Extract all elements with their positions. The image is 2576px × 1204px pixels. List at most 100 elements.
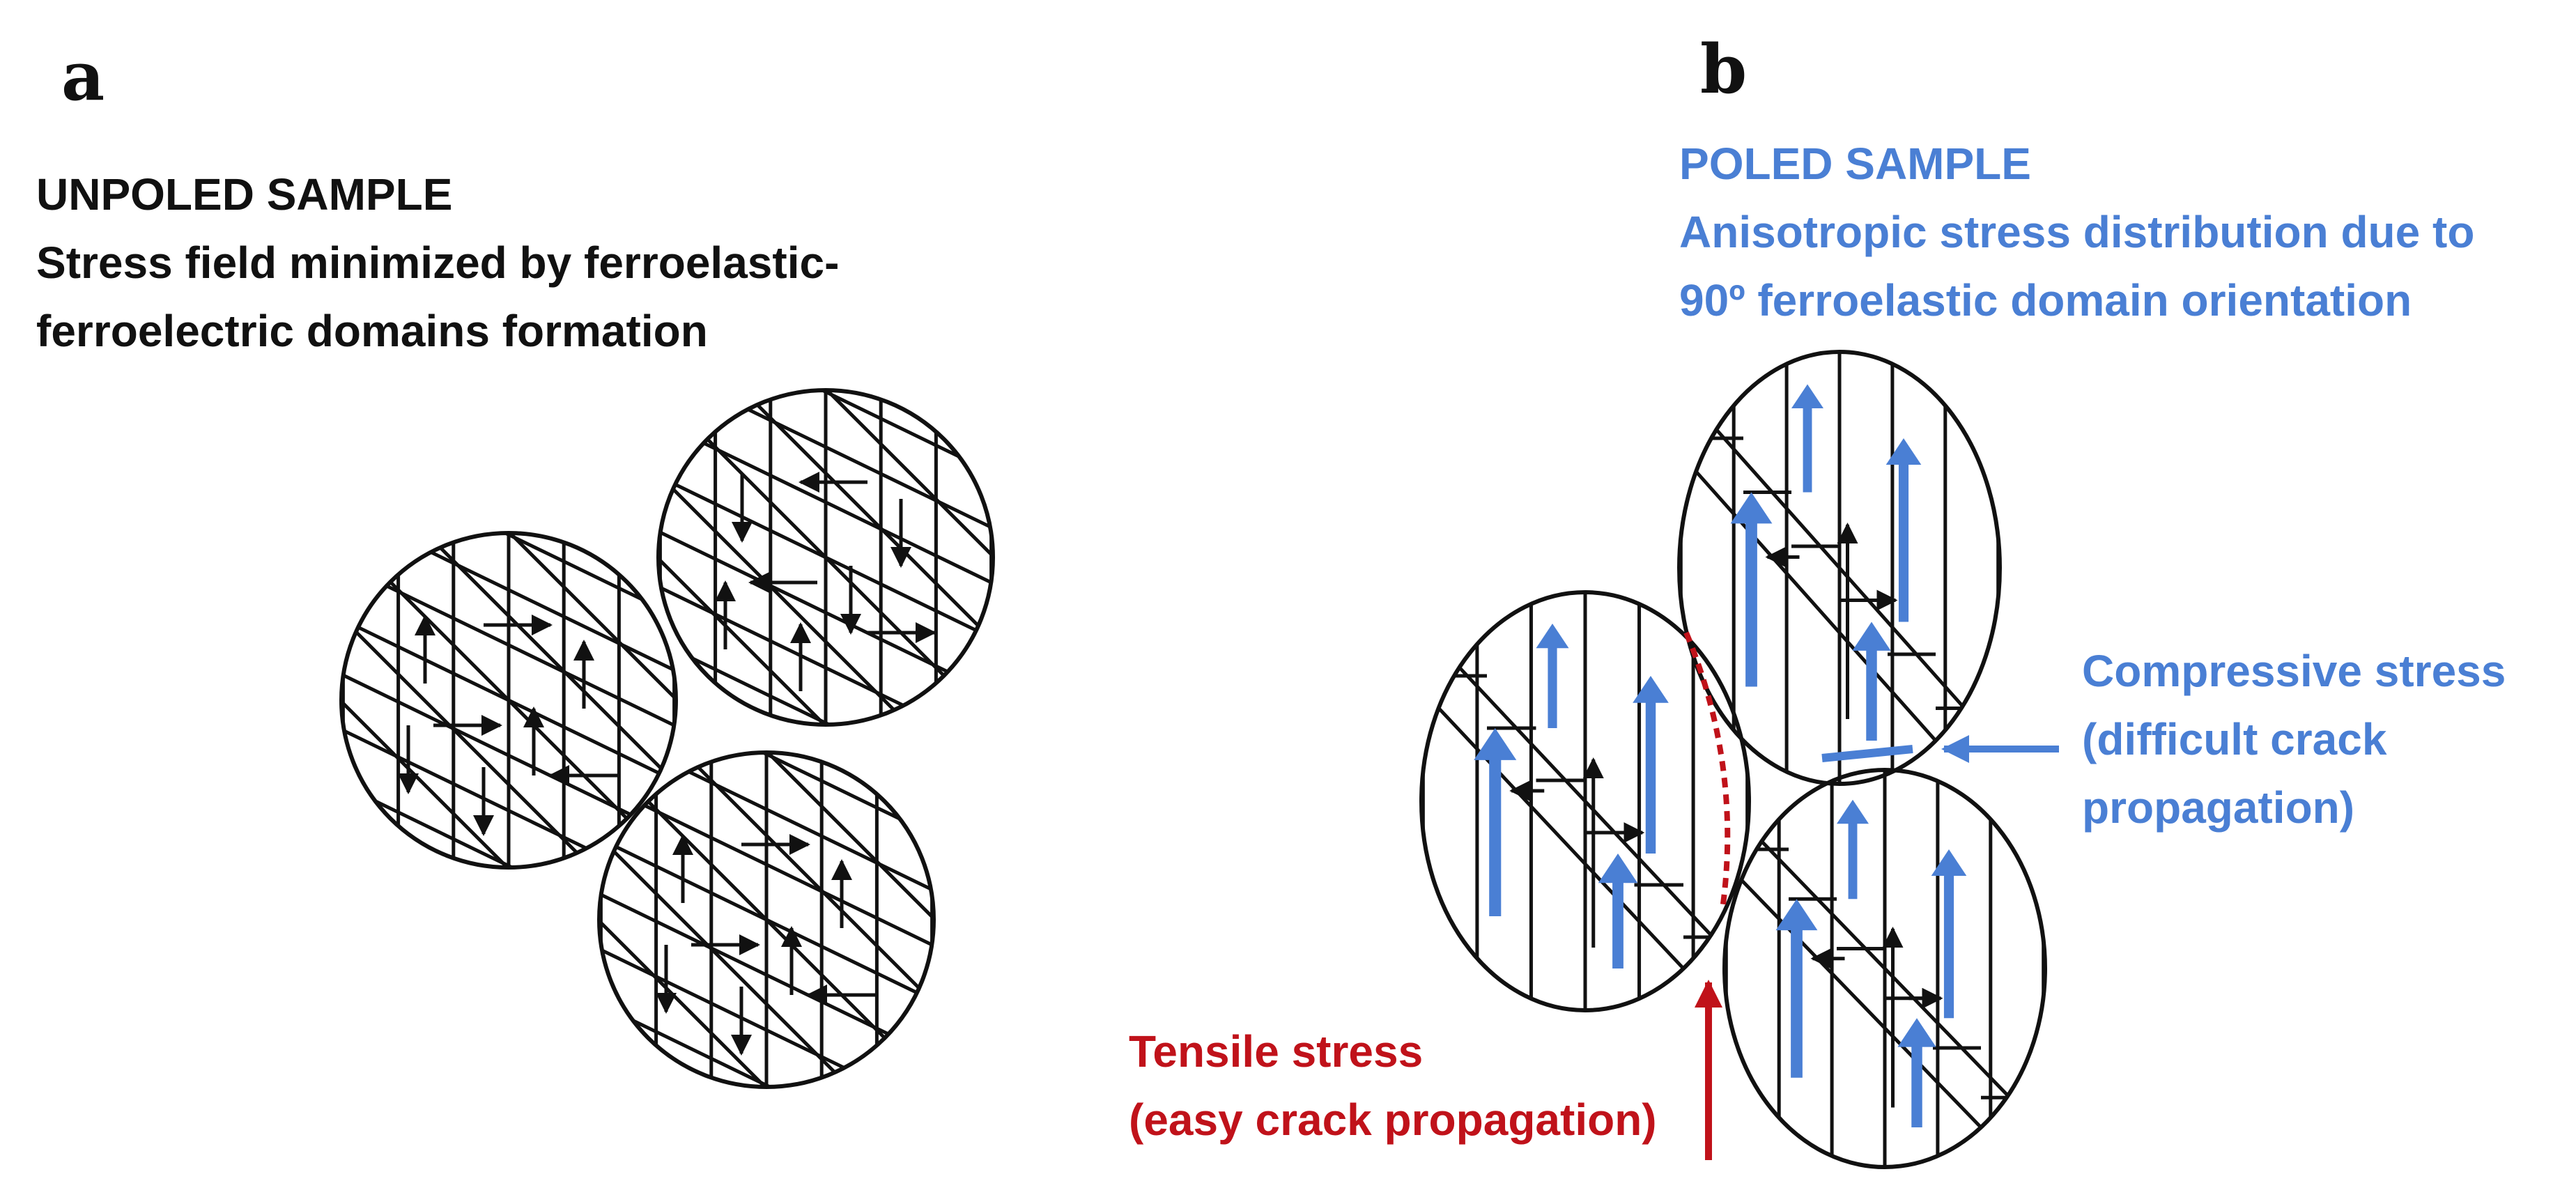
hatch-line: [599, 921, 602, 952]
hatch-line: [658, 449, 661, 479]
band-line: [658, 411, 747, 725]
hatch-line: [990, 580, 993, 611]
hatch-line: [932, 1166, 987, 1192]
hatch-line: [341, 536, 344, 566]
panel-b-title: POLED SAMPLE: [1679, 139, 2031, 189]
hatch-line: [987, 1027, 1042, 1054]
hatch-line: [935, 719, 992, 725]
hatch-line: [824, 666, 882, 697]
poled-grain: [1419, 590, 1751, 1012]
hatch-line: [881, 750, 936, 776]
hatch-line: [710, 1056, 768, 1087]
hatch-line: [399, 481, 454, 508]
hatch-line: [660, 311, 715, 338]
hatch-line: [1047, 720, 1102, 746]
band-line: [834, 390, 993, 718]
hatch-line: [710, 946, 768, 977]
hatch-line: [343, 454, 398, 481]
band-line: [377, 533, 676, 867]
band-line: [341, 554, 430, 867]
hatch-line: [342, 673, 399, 704]
panel-a-text: UNPOLED SAMPLE Stress field minimized by…: [36, 160, 839, 365]
panel-b-caption-line2: 90º ferroelastic domain orientation: [1679, 275, 2412, 325]
panel-b-text: POLED SAMPLE Anisotropic stress distribu…: [1679, 130, 2474, 334]
hatch-line: [452, 561, 510, 592]
band-line: [599, 752, 898, 1087]
band-line: [635, 752, 934, 1087]
hatch-line: [507, 698, 565, 729]
compressive-line2: (difficult crack: [2082, 714, 2387, 764]
hatch-line: [618, 862, 675, 867]
hatch-line: [656, 701, 711, 727]
hatch-line: [600, 752, 657, 758]
grain-boundary: [597, 750, 936, 1089]
hatch-line: [716, 339, 771, 365]
band-line: [658, 390, 957, 725]
compressive-line1: Compressive stress: [2082, 646, 2506, 696]
hatch-line: [714, 392, 771, 422]
polarization-arrow-head: [1885, 438, 1922, 465]
polarization-arrow: [1848, 822, 1858, 900]
tensile-line1: Tensile stress: [1129, 1026, 1424, 1076]
hatch-line: [880, 417, 937, 447]
hatch-line: [987, 861, 1042, 888]
hatch-line: [710, 780, 768, 811]
hatch-line: [880, 527, 937, 557]
hatch-line: [765, 808, 823, 838]
hatch-line: [765, 752, 823, 783]
polarization-arrow: [1745, 522, 1757, 687]
tensile-stress-label: Tensile stress (easy crack propagation): [1129, 1017, 1657, 1154]
poled-grain: [1722, 768, 2047, 1169]
hatch-line: [824, 500, 882, 531]
hatch-line: [599, 866, 602, 897]
hatch-line: [600, 1003, 657, 1034]
hatch-line: [821, 834, 878, 865]
hatch-line: [931, 1054, 934, 1084]
hatch-line: [987, 971, 1042, 998]
hatch-line: [714, 447, 771, 477]
hatch-line: [824, 721, 882, 725]
hatch-line: [824, 555, 882, 586]
grain-boundary: [1722, 768, 2047, 1169]
polarization-arrow: [1898, 463, 1909, 622]
hatch-line: [659, 530, 716, 561]
hatch-line: [619, 919, 674, 946]
hatch-line: [605, 340, 660, 366]
hatch-line: [935, 664, 992, 695]
hatch-line: [880, 472, 937, 502]
hatch-line: [880, 582, 937, 613]
hatch-line: [288, 428, 343, 454]
hatch-line: [452, 533, 510, 537]
hatch-line: [601, 674, 656, 700]
polarization-arrow-head: [1791, 384, 1823, 408]
hatch-line: [658, 393, 661, 424]
hatch-line: [618, 697, 675, 727]
hatch-line: [932, 1111, 987, 1137]
tensile-contact: [1683, 631, 1731, 910]
polarization-arrow-head: [1775, 899, 1818, 931]
hatch-line: [990, 635, 993, 666]
hatch-line: [769, 474, 827, 504]
hatch-line: [931, 888, 934, 918]
hatch-line: [821, 779, 878, 810]
polarization-arrow-head: [1598, 854, 1638, 883]
hatch-line: [730, 808, 785, 834]
hatch-line: [1047, 775, 1102, 801]
hatch-line: [876, 1026, 933, 1057]
band-line: [587, 533, 676, 847]
hatch-line: [618, 642, 675, 672]
grain-boundary: [1677, 350, 2002, 786]
hatch-line: [342, 728, 399, 759]
hatch-line: [605, 285, 660, 311]
panel-b-caption-line1: Anisotropic stress distribution due to: [1679, 207, 2475, 257]
hatch-line: [342, 784, 399, 815]
panel-a-title: UNPOLED SAMPLE: [36, 169, 453, 219]
hatch-line: [822, 1112, 877, 1139]
hatch-line: [769, 694, 827, 725]
polarization-arrow: [1548, 647, 1557, 728]
hatch-line: [655, 809, 712, 840]
hatch-line: [397, 755, 454, 786]
hatch-line: [1047, 554, 1102, 580]
hatch-line: [563, 725, 620, 756]
hatch-line: [876, 916, 933, 947]
